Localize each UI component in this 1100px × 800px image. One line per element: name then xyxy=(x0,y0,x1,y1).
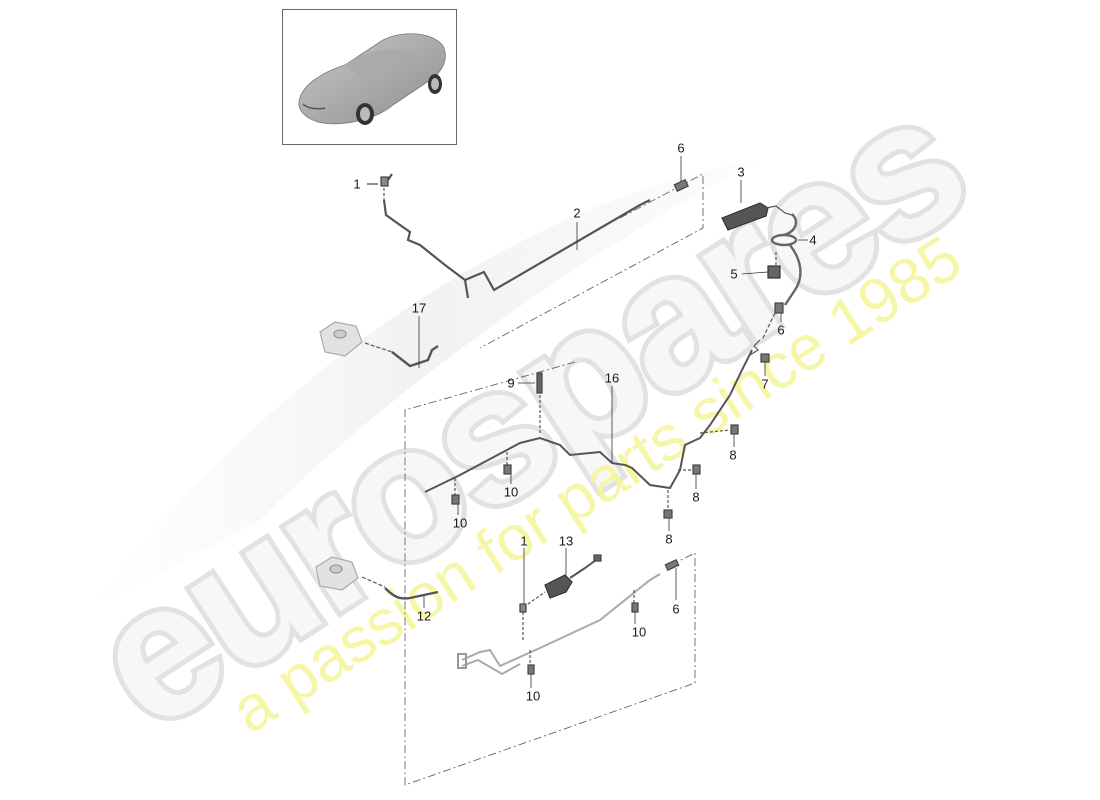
callout-part-5[interactable]: 5 xyxy=(730,266,738,282)
callout-part-6[interactable]: 6 xyxy=(672,601,680,617)
part-2-clutch-line xyxy=(382,199,651,299)
callout-part-12[interactable]: 12 xyxy=(416,608,432,624)
part-5-bracket xyxy=(741,252,781,279)
callout-part-2[interactable]: 2 xyxy=(573,205,581,221)
part-7-clip xyxy=(749,339,770,376)
callout-part-8[interactable]: 8 xyxy=(665,531,673,547)
callout-part-10[interactable]: 10 xyxy=(503,484,519,500)
callout-part-4[interactable]: 4 xyxy=(809,232,817,248)
callout-part-17[interactable]: 17 xyxy=(411,300,427,316)
car-thumbnail xyxy=(282,9,457,145)
part-17-reservoir-line xyxy=(319,316,439,368)
lower-pressure-line xyxy=(457,573,661,676)
part-8-clips xyxy=(663,424,739,531)
part-13-master-cylinder xyxy=(519,548,602,640)
part-3-slave-cylinder xyxy=(721,180,793,231)
part-10-clips-mid xyxy=(451,452,512,515)
callout-part-10[interactable]: 10 xyxy=(631,624,647,640)
callout-part-13[interactable]: 13 xyxy=(558,533,574,549)
part-10-clips-lower xyxy=(527,590,639,688)
watermark-swoosh xyxy=(90,160,760,610)
callout-part-3[interactable]: 3 xyxy=(737,164,745,180)
part-6-fitting-mid xyxy=(761,302,784,341)
callout-part-6[interactable]: 6 xyxy=(777,322,785,338)
callout-part-1[interactable]: 1 xyxy=(520,533,528,549)
assembly-frame xyxy=(404,173,704,786)
callout-part-10[interactable]: 10 xyxy=(452,515,468,531)
callout-part-10[interactable]: 10 xyxy=(525,688,541,704)
callout-part-9[interactable]: 9 xyxy=(507,375,515,391)
callout-part-1[interactable]: 1 xyxy=(353,176,361,192)
part-6-fitting-lower xyxy=(664,558,680,600)
callout-part-6[interactable]: 6 xyxy=(677,140,685,156)
part-12-reservoir-line xyxy=(315,556,439,608)
part-16-clutch-line xyxy=(424,349,753,493)
callout-part-16[interactable]: 16 xyxy=(604,370,620,386)
callout-part-8[interactable]: 8 xyxy=(692,489,700,505)
part-4-hose xyxy=(770,213,808,306)
callout-part-8[interactable]: 8 xyxy=(729,447,737,463)
callout-part-7[interactable]: 7 xyxy=(761,376,769,392)
part-9-grommet xyxy=(518,372,543,435)
car-icon xyxy=(298,33,446,125)
part-6-fitting-top xyxy=(673,156,689,192)
part-1-bleeder-screw xyxy=(367,173,393,200)
